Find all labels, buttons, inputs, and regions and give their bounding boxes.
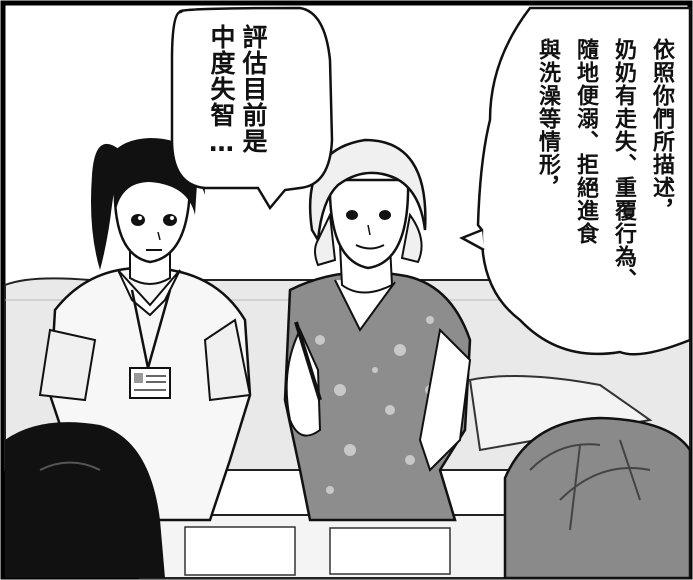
speech-bubble-right bbox=[459, 6, 692, 356]
speech-line: 評估目前是 bbox=[239, 24, 268, 154]
speech-line: 隨地便溺、拒絕進食 bbox=[573, 38, 598, 245]
speech-line: 與洗澡等情形， bbox=[535, 38, 560, 199]
speech-line: 奶奶有走失、重覆行為、 bbox=[611, 38, 636, 291]
id-badge-icon bbox=[129, 367, 171, 399]
character-foreground-right bbox=[503, 416, 692, 580]
character-foreground-left bbox=[5, 422, 165, 578]
document-sheet bbox=[184, 526, 296, 576]
cushion bbox=[468, 375, 653, 452]
character-caseworker bbox=[283, 138, 472, 522]
speech-line: 依照你們所描述， bbox=[649, 38, 674, 222]
table bbox=[138, 514, 542, 579]
document-sheet bbox=[329, 527, 451, 575]
speech-line: 中度失智… bbox=[207, 24, 236, 158]
speech-bubble-left bbox=[170, 6, 334, 211]
speech-text-left: 評估目前是 中度失智… bbox=[205, 24, 269, 184]
speech-text-right: 依照你們所描述， 奶奶有走失、重覆行為、 隨地便溺、拒絕進食 與洗澡等情形， bbox=[528, 38, 680, 338]
pen-icon bbox=[294, 321, 322, 401]
